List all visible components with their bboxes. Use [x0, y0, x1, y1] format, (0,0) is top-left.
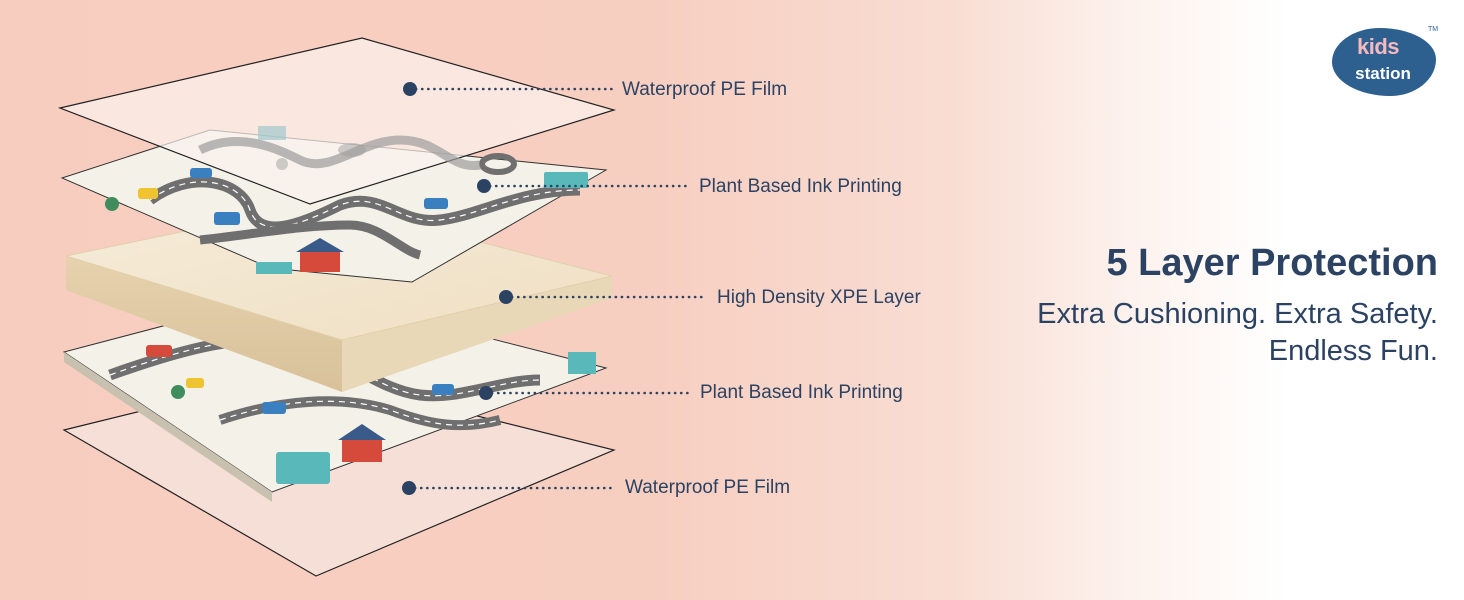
callout-dot-1 — [403, 82, 417, 96]
logo-trademark: TM — [1428, 26, 1439, 33]
callout-dot-3 — [499, 290, 513, 304]
callout-plant-based-ink-top: Plant Based Ink Printing — [699, 176, 902, 197]
tagline-line-1: Extra Cushioning. Extra Safety. — [1037, 298, 1438, 330]
top-pe-film-sheet — [57, 37, 617, 205]
kids-station-logo: kids station TM — [1332, 26, 1439, 96]
callout-plant-based-ink-bottom: Plant Based Ink Printing — [700, 382, 903, 403]
callout-dot-5 — [402, 481, 416, 495]
callout-leaders — [402, 82, 708, 495]
logo-word-kids: kids — [1356, 34, 1400, 59]
headline-block: 5 Layer Protection Extra Cushioning. Ext… — [1037, 240, 1438, 370]
callout-dot-4 — [479, 386, 493, 400]
callout-dot-2 — [477, 179, 491, 193]
logo-word-station: station — [1355, 64, 1411, 83]
headline-title: 5 Layer Protection — [1106, 242, 1438, 284]
callout-high-density-xpe: High Density XPE Layer — [717, 287, 921, 308]
logo-badge — [1332, 28, 1436, 96]
callout-waterproof-pe-film-top: Waterproof PE Film — [622, 79, 788, 100]
callout-waterproof-pe-film-bottom: Waterproof PE Film — [625, 477, 791, 498]
tagline-line-2: Endless Fun. — [1268, 335, 1438, 367]
